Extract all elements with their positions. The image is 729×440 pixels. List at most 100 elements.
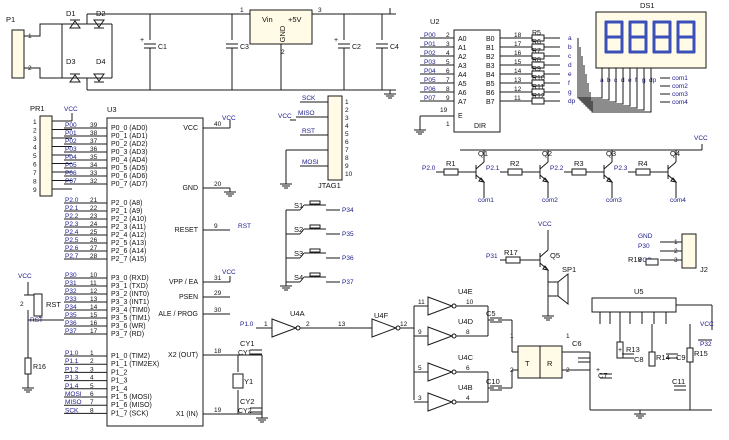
u3-pin-name-8: P1_7 (SCK) (111, 410, 148, 417)
u3-net-P2.3: P2.3 (65, 221, 79, 228)
u2-res-label-R5: R5 (532, 30, 541, 37)
u2-pin-A0: A0 (458, 36, 467, 43)
ir-p10: P1.0 (240, 321, 254, 328)
button-S4-net: P37 (342, 279, 354, 286)
ir-gate-U4D (427, 326, 454, 346)
u2-pin-A6: A6 (458, 90, 467, 97)
ir-c11-label: C11 (672, 377, 685, 386)
u3-net-P33: P33 (65, 296, 77, 303)
u3-rpin-9: 9 (214, 223, 218, 230)
buzzer-R17-label: R17 (504, 248, 518, 257)
button-S2-label: S2 (294, 225, 303, 234)
d1-diode (69, 20, 81, 29)
jtag-pin-6: 6 (345, 139, 349, 146)
u3-rpin-name-30: ALE / PROG (158, 311, 198, 318)
u3-net-P05: P05 (65, 162, 77, 169)
u2-lpin-4: 4 (446, 50, 450, 57)
ir-vcc: VCC (700, 321, 714, 328)
u3-pin-name-26: P2_5 (A13) (111, 240, 146, 247)
d4-diode (93, 73, 105, 82)
u3-net-P2.1: P2.1 (65, 205, 79, 212)
driver-Q2 (539, 161, 549, 170)
pr1-pin-1: 1 (33, 119, 37, 126)
button-S2-cap (309, 224, 321, 229)
reg-5v: +5V (288, 15, 302, 24)
pr1-pin-7: 7 (33, 170, 37, 177)
drivers-vcc: VCC (694, 135, 708, 142)
u3-net-P04: P04 (65, 154, 77, 161)
jtag-mosi: MOSI (302, 159, 319, 166)
u2-pin-A5: A5 (458, 81, 467, 88)
u2-pin-B3: B3 (486, 63, 495, 70)
u2-res-R5 (531, 34, 545, 42)
u3-pin-23: 23 (90, 213, 98, 220)
u2-rpin-17: 17 (514, 41, 522, 48)
u3-rpin-19: 19 (214, 407, 222, 414)
ir-c6-label: C6 (572, 339, 582, 348)
u3-pin-name-15: P3_5 (TIM1) (111, 315, 150, 322)
button-S3-net: P36 (342, 255, 354, 262)
u2-lpin-9: 9 (446, 95, 450, 102)
u3-pin-21: 21 (90, 197, 98, 204)
button-S1-cap (309, 200, 321, 205)
jtag-pin-10: 10 (345, 171, 353, 178)
driver-Q1 (475, 161, 485, 170)
u2-seg-c: c (568, 53, 572, 60)
u2-res-label-R8: R8 (532, 57, 541, 64)
u2-rpin-13: 13 (514, 77, 522, 84)
driver-P2.2: P2.2 (550, 165, 564, 172)
j2-res (645, 258, 659, 266)
reset-vcc: VCC (18, 273, 32, 280)
jtag-pin-4: 4 (345, 123, 349, 130)
u2-res-R10 (531, 79, 545, 87)
ir-gate-label-U4E: U4E (458, 287, 473, 296)
u3-pin-22: 22 (90, 205, 98, 212)
u3-pin-35: 35 (90, 154, 98, 161)
driver-Q2-label: Q2 (542, 149, 552, 158)
u3-pin-27: 27 (90, 245, 98, 252)
u3-rpin-name-40: VCC (183, 125, 198, 132)
pr1-pin-4: 4 (33, 145, 37, 152)
u2-res-R11 (531, 88, 545, 96)
u3-pin-name-36: P0_3 (AD3) (111, 149, 148, 156)
c2-cap-label: C2 (352, 44, 361, 51)
u2-seg-d: d (568, 62, 572, 69)
driver-Q1-arrow (478, 177, 486, 183)
jtag-pin-9: 9 (345, 163, 349, 170)
u3-vcc-net: VCC (222, 115, 236, 122)
u3-net-P1.1: P1.1 (65, 358, 79, 365)
u2-res-R7 (531, 52, 545, 60)
cy1-cap-label: CY1 (238, 350, 252, 357)
ir-gate-in-U4D: 9 (418, 329, 422, 336)
u2-net-P00: P00 (424, 32, 436, 39)
u3-net-P07: P07 (65, 178, 77, 185)
segment-fan-wire (587, 74, 638, 109)
ir-gate-label-u4f: U4F (374, 311, 389, 320)
button-S4-label: S4 (294, 273, 303, 282)
u2-pin-B4: B4 (486, 72, 495, 79)
u3-pin-14: 14 (90, 304, 98, 311)
jtag-vcc: VCC (278, 113, 292, 120)
u3-pin-16: 16 (90, 320, 98, 327)
jtag-pin-7: 7 (345, 147, 349, 154)
driver-Q4-arrow (670, 177, 678, 183)
driver-Q3 (603, 161, 613, 170)
u3-rpin-name-19: X1 (IN) (176, 411, 198, 418)
ir-c9-label: C9 (676, 353, 686, 362)
ir-gate-out-U4D: 8 (466, 329, 470, 336)
ir-gate-U4E (427, 296, 454, 316)
u3-net-P02: P02 (65, 138, 77, 145)
u3-pin-name-10: P3_0 (RXD) (111, 275, 149, 282)
u2-dir-pin: 1 (446, 121, 450, 128)
ir-gate-label-U4C: U4C (458, 353, 474, 362)
c1-cap-plus: + (140, 37, 144, 44)
reset-button (33, 293, 43, 317)
u2-pin-A1: A1 (458, 45, 467, 52)
u3-pin-39: 39 (90, 122, 98, 129)
u5-chip (591, 297, 677, 313)
u3-net-P2.4: P2.4 (65, 229, 79, 236)
u3-pin-name-27: P2_6 (A14) (111, 248, 146, 255)
u3-pin-26: 26 (90, 237, 98, 244)
